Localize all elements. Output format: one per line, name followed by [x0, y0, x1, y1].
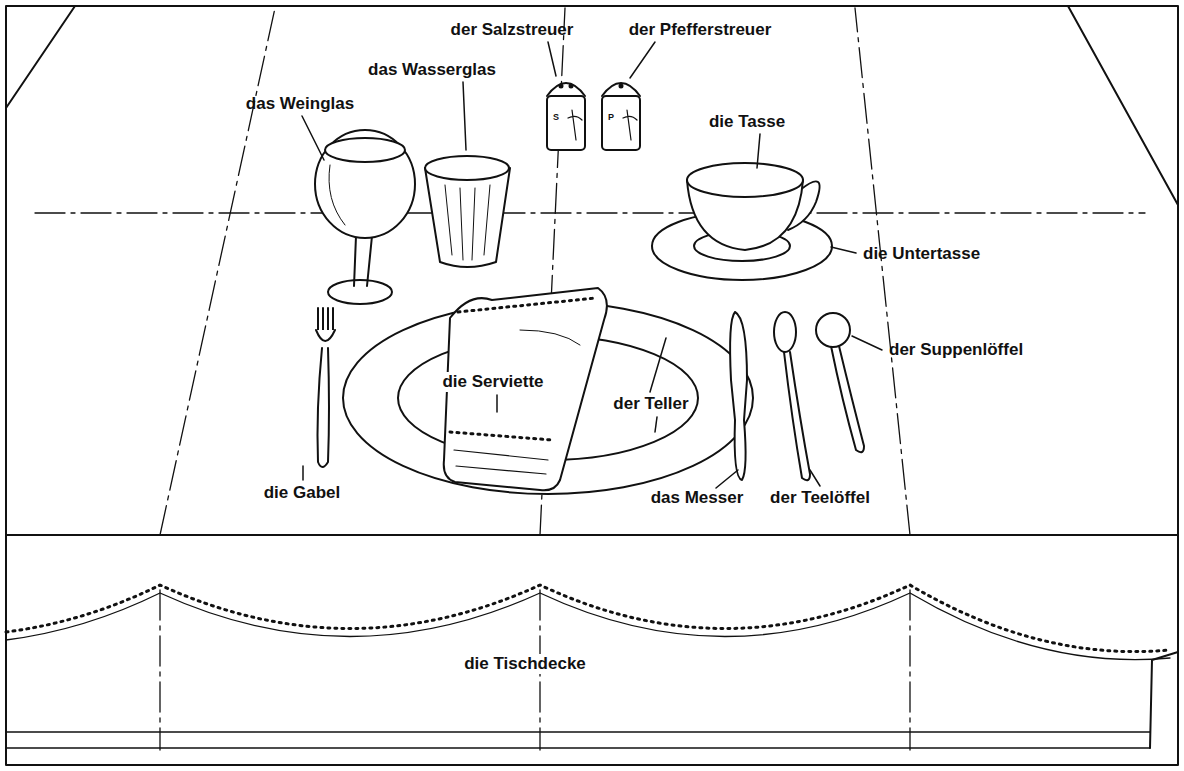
- soup-spoon: [816, 313, 864, 452]
- label-text: das Messer: [648, 488, 747, 509]
- wine-glass: [315, 130, 415, 304]
- label-text: das Weinglas: [243, 94, 357, 115]
- pepper-shaker: [602, 83, 640, 150]
- table-edge: [6, 6, 75, 108]
- label-text: die Untertasse: [860, 244, 983, 265]
- scallop-trim: [6, 585, 1170, 652]
- teaspoon: [774, 312, 810, 480]
- cup-and-saucer: [652, 163, 832, 280]
- table-corner: [1150, 652, 1178, 748]
- frame: [6, 6, 1178, 765]
- fork: [316, 308, 335, 467]
- label-text: der Suppenlöffel: [886, 340, 1026, 361]
- scallop-edge: [6, 593, 1170, 660]
- hem-line: [6, 747, 1150, 748]
- label-text: der Teller: [610, 394, 691, 415]
- label-text: der Teelöffel: [767, 488, 873, 509]
- label-text: die Gabel: [261, 483, 344, 504]
- salt-shaker: [547, 83, 585, 150]
- table-edge: [1068, 6, 1178, 205]
- leader-lines: [302, 42, 882, 488]
- label-text: die Tischdecke: [461, 654, 589, 675]
- label-text: der Salzstreuer: [448, 20, 577, 41]
- table-front-edge: [6, 534, 1178, 536]
- label-text: das Wasserglas: [365, 60, 499, 81]
- shaker-letter: S: [550, 112, 562, 124]
- shaker-letter: P: [605, 112, 617, 124]
- label-text: die Serviette: [439, 372, 546, 393]
- hem-line: [6, 731, 1150, 732]
- fold-lines: [35, 8, 1145, 750]
- knife: [730, 312, 747, 480]
- label-text: der Pfefferstreuer: [626, 20, 775, 41]
- water-glass: [425, 156, 510, 267]
- label-text: die Tasse: [706, 112, 788, 133]
